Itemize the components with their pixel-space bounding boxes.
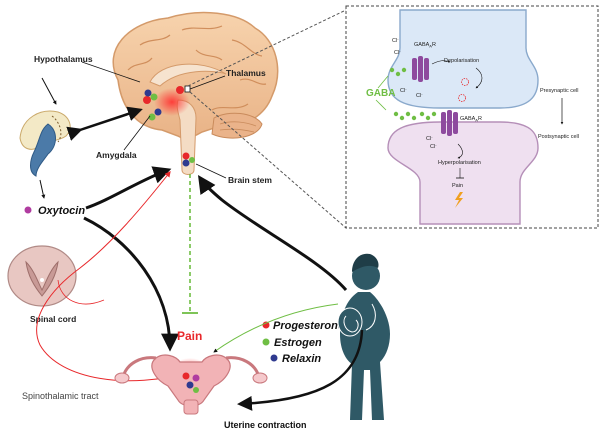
svg-text:Cl-: Cl- bbox=[392, 36, 399, 44]
gaba-receptor-post bbox=[441, 110, 458, 136]
label-spinothalamic-tract: Spinothalamic tract bbox=[22, 391, 99, 401]
svg-text:Cl-: Cl- bbox=[426, 134, 433, 142]
label-hypothalamus: Hypothalamus bbox=[34, 54, 93, 64]
arrow-hypothalamus-pituitary bbox=[41, 77, 57, 105]
label-gaba-a-receptor-pre: GABAAR bbox=[414, 42, 436, 49]
gaba-molecules bbox=[389, 67, 437, 121]
label-synapse-pain: Pain bbox=[452, 183, 463, 189]
zoom-line-top bbox=[187, 9, 347, 87]
vesicles bbox=[458, 78, 469, 102]
synapse-inset: GABA Cl- Cl- Cl- Cl- Cl- Cl- GABAAR GABA… bbox=[345, 5, 599, 229]
relaxin-dot bbox=[270, 354, 278, 362]
label-brain-stem: Brain stem bbox=[228, 175, 272, 185]
spinothalamic-pathway bbox=[36, 171, 191, 382]
estrogen-dot bbox=[262, 338, 270, 346]
label-postsynaptic-cell: Postsynaptic cell bbox=[538, 134, 579, 140]
svg-text:Cl-: Cl- bbox=[430, 142, 437, 150]
svg-text:Cl-: Cl- bbox=[416, 91, 423, 99]
svg-text:Cl-: Cl- bbox=[394, 48, 401, 56]
oxytocin-label-group: Oxytocin bbox=[24, 205, 85, 217]
svg-text:Cl-: Cl- bbox=[400, 86, 407, 94]
hormone-legend: Progesterone Estrogen Relaxin bbox=[262, 320, 344, 365]
chloride-ions: Cl- Cl- Cl- Cl- Cl- Cl- bbox=[392, 36, 437, 150]
progesterone-dot bbox=[262, 321, 270, 329]
label-hyperpolarisation: Hyperpolarisation bbox=[438, 160, 481, 166]
oxytocin-dot bbox=[24, 206, 32, 214]
arrow-oxytocin-uterus bbox=[83, 216, 179, 352]
thalamus-marker bbox=[184, 85, 191, 93]
arrow-hormones-uterus bbox=[213, 303, 339, 353]
arrow-woman-uterus bbox=[237, 329, 364, 411]
spinal-loop bbox=[57, 279, 105, 305]
pituitary-gland bbox=[19, 110, 71, 177]
brain bbox=[112, 11, 279, 175]
arrow-oxytocin-brain bbox=[85, 166, 172, 210]
label-progesterone: Progesterone bbox=[273, 320, 344, 332]
label-pain: Pain bbox=[177, 329, 202, 343]
lightning-icon bbox=[455, 192, 463, 208]
label-presynaptic-cell: Presynaptic cell bbox=[540, 88, 579, 94]
label-relaxin: Relaxin bbox=[282, 353, 321, 365]
postsynaptic-cell bbox=[387, 121, 539, 225]
label-amygdala: Amygdala bbox=[96, 150, 137, 160]
label-spinal-cord: Spinal cord bbox=[30, 314, 76, 324]
gaba-receptor-pre bbox=[412, 56, 429, 82]
uterus bbox=[114, 354, 268, 415]
arrow-pituitary-oxytocin bbox=[39, 179, 46, 199]
arrow-woman-brain bbox=[198, 175, 348, 291]
pregnant-woman-figure bbox=[337, 253, 390, 420]
label-gaba: GABA bbox=[366, 88, 395, 99]
label-thalamus: Thalamus bbox=[226, 68, 266, 78]
spinal-cord bbox=[7, 245, 77, 307]
label-gaba-a-receptor-post: GABAAR bbox=[460, 116, 482, 123]
arrow-pituitary-amygdala bbox=[66, 106, 143, 141]
label-depolarisation: Depolarisation bbox=[444, 58, 479, 64]
label-estrogen: Estrogen bbox=[274, 337, 322, 349]
label-uterine-contraction: Uterine contraction bbox=[224, 420, 307, 430]
label-oxytocin: Oxytocin bbox=[38, 205, 85, 217]
zoom-line-bottom bbox=[189, 91, 347, 229]
